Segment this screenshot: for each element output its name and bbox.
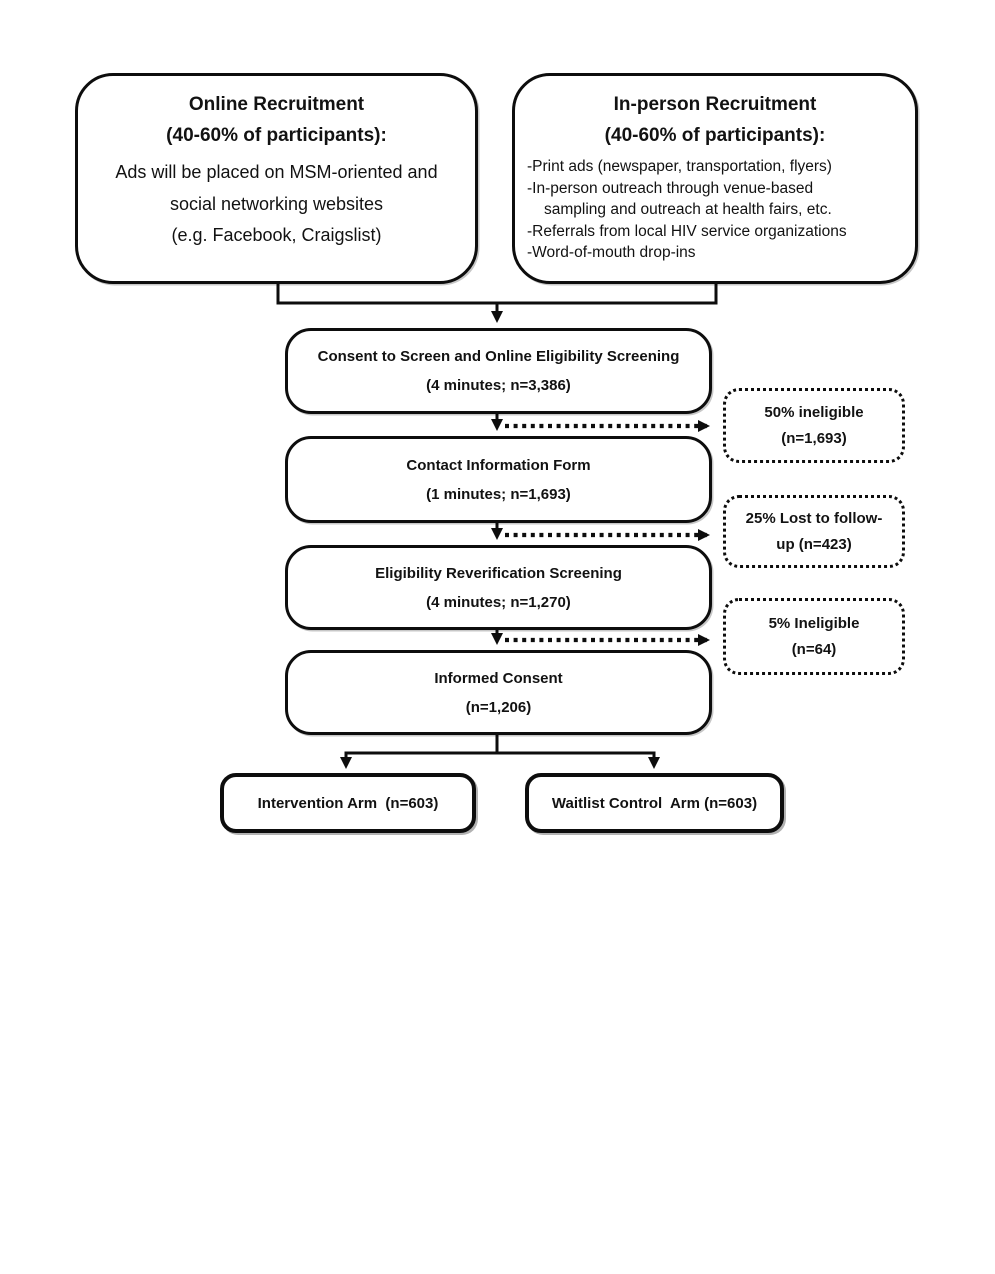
online-recruitment-title-line1: Online Recruitment: [188, 94, 365, 115]
consent-to-screen-detail: (4 minutes; n=3,386): [426, 377, 571, 394]
inperson-body-line3: sampling and outreach at health fairs, e…: [544, 201, 832, 218]
inperson-recruitment-body: -Print ads (newspaper, transportation, f…: [515, 156, 915, 264]
ineligible-5-box: 5% Ineligible (n=64): [723, 598, 905, 675]
online-recruitment-title-line2: (40-60% of participants):: [166, 125, 387, 146]
waitlist-control-arm-box: Waitlist Control Arm (n=603): [525, 773, 784, 833]
online-body-line3: (e.g. Facebook, Craigslist): [171, 225, 382, 245]
inperson-recruitment-box: In-person Recruitment (40-60% of partici…: [512, 73, 918, 284]
lost-to-followup-line2: up (n=423): [776, 535, 852, 553]
online-recruitment-body: Ads will be placed on MSM-oriented and s…: [78, 157, 475, 252]
consent-to-screen-box: Consent to Screen and Online Eligibility…: [285, 328, 712, 414]
intervention-arm-box: Intervention Arm (n=603): [220, 773, 476, 833]
ineligible-50-line1: 50% ineligible: [764, 403, 864, 421]
eligibility-reverification-detail: (4 minutes; n=1,270): [426, 593, 571, 611]
eligibility-reverification-title: Eligibility Reverification Screening: [375, 564, 622, 582]
inperson-recruitment-title: In-person Recruitment (40-60% of partici…: [515, 76, 915, 151]
lost-to-followup-box: 25% Lost to follow- up (n=423): [723, 495, 905, 568]
inperson-recruitment-title-line2: (40-60% of participants):: [604, 125, 826, 146]
online-recruitment-title: Online Recruitment (40-60% of participan…: [78, 76, 475, 151]
informed-consent-box: Informed Consent (n=1,206): [285, 650, 712, 735]
inperson-body-line2: -In-person outreach through venue-based: [527, 179, 814, 197]
online-body-line1: Ads will be placed on MSM-oriented and: [115, 162, 438, 182]
waitlist-control-arm-label: Waitlist Control Arm (n=603): [551, 794, 758, 812]
inperson-recruitment-title-line1: In-person Recruitment: [613, 94, 817, 115]
consent-to-screen-title: Consent to Screen and Online Eligibility…: [317, 348, 680, 365]
ineligible-50-line2: (n=1,693): [781, 429, 847, 447]
online-body-line2: social networking websites: [169, 193, 384, 214]
informed-consent-title: Informed Consent: [434, 669, 563, 687]
ineligible-5-line2: (n=64): [791, 640, 837, 658]
contact-information-form-box: Contact Information Form (1 minutes; n=1…: [285, 436, 712, 523]
contact-information-form-title: Contact Information Form: [406, 456, 591, 474]
inperson-body-line1: -Print ads (newspaper, transportation, f…: [527, 158, 832, 175]
online-recruitment-box: Online Recruitment (40-60% of participan…: [75, 73, 478, 284]
informed-consent-detail: (n=1,206): [465, 698, 532, 716]
inperson-body-line4: -Referrals from local HIV service organi…: [527, 222, 847, 240]
contact-information-form-detail: (1 minutes; n=1,693): [426, 485, 571, 503]
ineligible-50-box: 50% ineligible (n=1,693): [723, 388, 905, 463]
eligibility-reverification-box: Eligibility Reverification Screening (4 …: [285, 545, 712, 630]
lost-to-followup-line1: 25% Lost to follow-: [745, 509, 883, 527]
inperson-body-line5: -Word-of-mouth drop-ins: [527, 244, 696, 261]
intervention-arm-label: Intervention Arm (n=603): [257, 794, 439, 812]
ineligible-5-line1: 5% Ineligible: [768, 614, 860, 632]
